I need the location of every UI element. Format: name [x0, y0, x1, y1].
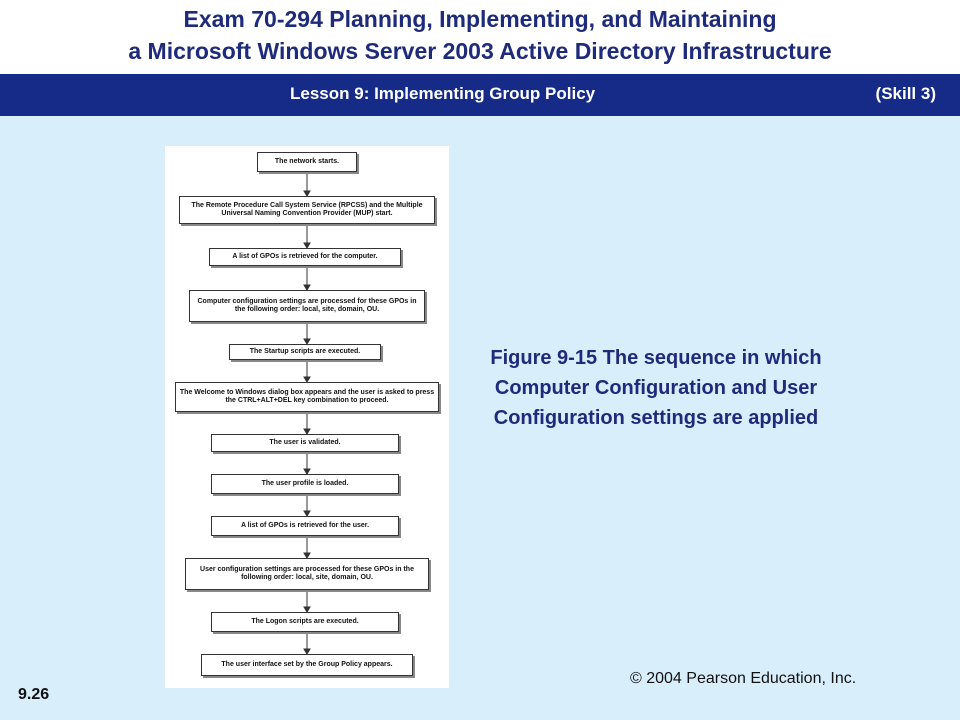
flow-step: The Startup scripts are executed.: [229, 344, 381, 360]
flow-step: The Logon scripts are executed.: [211, 612, 399, 632]
flow-step: The Remote Procedure Call System Service…: [179, 196, 435, 224]
slide-header: Exam 70-294 Planning, Implementing, and …: [0, 0, 960, 74]
flow-step: A list of GPOs is retrieved for the user…: [211, 516, 399, 536]
slide-title-line-2: a Microsoft Windows Server 2003 Active D…: [128, 38, 832, 64]
flow-step: The user is validated.: [211, 434, 399, 452]
flowchart-connectors: [303, 172, 311, 655]
slide-title-line-1: Exam 70-294 Planning, Implementing, and …: [183, 6, 777, 32]
flow-step: Computer configuration settings are proc…: [189, 290, 425, 322]
flow-step: The user profile is loaded.: [211, 474, 399, 494]
flow-step: The Welcome to Windows dialog box appear…: [175, 382, 439, 412]
lesson-title: Lesson 9: Implementing Group Policy: [290, 84, 596, 103]
flow-step: A list of GPOs is retrieved for the comp…: [209, 248, 401, 266]
skill-label: (Skill 3): [875, 84, 936, 103]
flow-step: The user interface set by the Group Poli…: [201, 654, 413, 676]
flow-step: The network starts.: [257, 152, 357, 172]
flow-step: User configuration settings are processe…: [185, 558, 429, 590]
lesson-bar: Lesson 9: Implementing Group Policy (Ski…: [0, 74, 960, 116]
copyright-notice: © 2004 Pearson Education, Inc.: [630, 670, 857, 687]
figure-caption: Figure 9-15 The sequence in which Comput…: [490, 347, 822, 429]
page-number: 9.26: [18, 686, 50, 703]
flowchart-figure: The network starts. The Remote Procedure…: [165, 146, 449, 688]
